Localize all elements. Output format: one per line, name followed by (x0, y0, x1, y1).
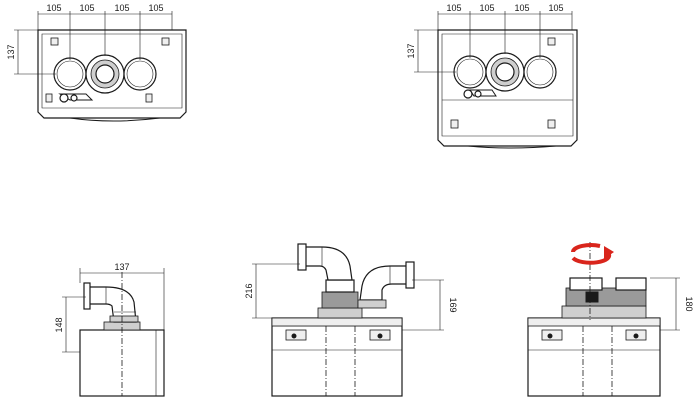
dim-label: 180 (684, 296, 694, 311)
dim-label: 216 (244, 283, 254, 298)
dim-label: 137 (406, 43, 416, 58)
dim-height-front-left: 216 (244, 263, 300, 319)
dim-label: 105 (548, 3, 563, 13)
dim-height-rotated: 180 (650, 277, 694, 331)
side-view: 137 148 (54, 262, 165, 397)
dim-label: 105 (79, 3, 94, 13)
dim-height-front-right: 169 (402, 279, 458, 331)
rotate-arrow-icon (571, 243, 614, 265)
dim-label: 137 (114, 262, 129, 272)
dim-spacing-top-right: 105 105 105 105 (437, 3, 573, 58)
dim-label: 148 (54, 317, 64, 332)
dim-spacing-top-left: 105 105 105 105 (37, 3, 173, 60)
dim-label: 105 (114, 3, 129, 13)
dim-width-side: 137 (79, 262, 165, 330)
dim-label: 105 (148, 3, 163, 13)
plan-view-left: 105 105 105 105 137 (6, 3, 187, 122)
dim-label: 137 (6, 44, 16, 59)
rotated-view: 180 (527, 242, 694, 397)
dim-label: 105 (514, 3, 529, 13)
dim-label: 105 (46, 3, 61, 13)
dim-label: 169 (448, 297, 458, 312)
dim-height-top-right: 137 (406, 29, 456, 73)
plan-view-right: 105 105 105 105 137 (406, 3, 578, 149)
dim-label: 105 (446, 3, 461, 13)
dim-label: 105 (479, 3, 494, 13)
dim-height-top-left: 137 (6, 29, 56, 75)
dim-height-side: 148 (54, 296, 86, 353)
front-view: 216 169 (244, 243, 458, 397)
